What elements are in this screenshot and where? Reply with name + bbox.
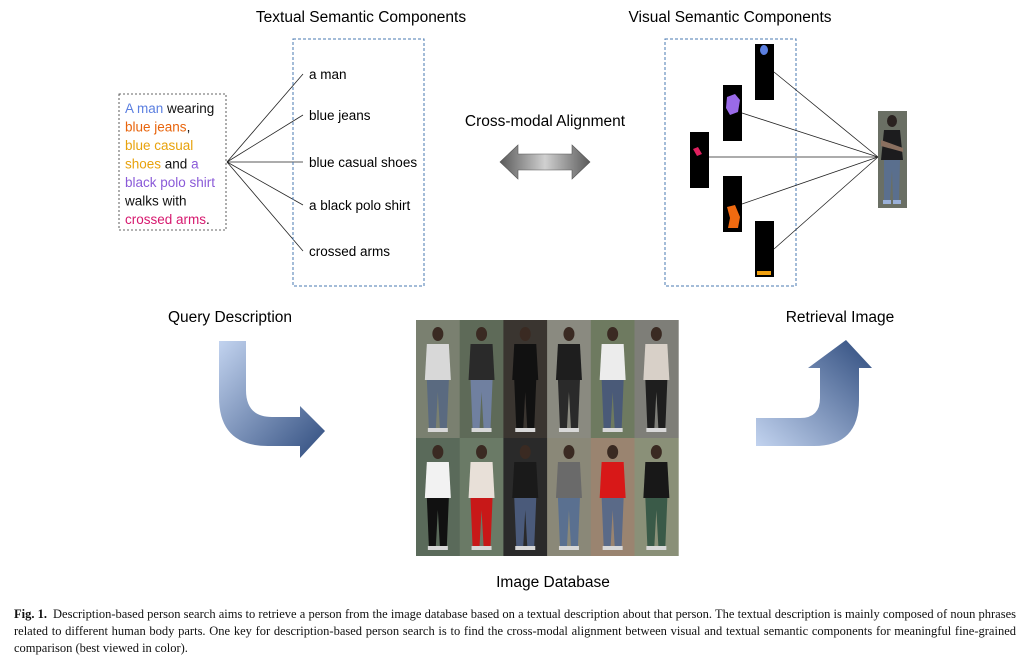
description-segment: black polo shirt: [125, 175, 215, 190]
description-line: blue casual: [125, 138, 193, 153]
description-line: shoes and a: [125, 157, 199, 172]
arms-mask: [693, 147, 702, 156]
caption-label: Fig. 1.: [14, 607, 48, 621]
description-phrase-link: [226, 73, 304, 163]
database-thumbnail: [503, 320, 548, 438]
arms-mask-panel: [690, 132, 709, 188]
description-segment: blue casual: [125, 138, 193, 153]
phrase-item: a man: [309, 67, 347, 82]
shoes-mask-panel: [755, 221, 774, 277]
visual-components-box: [664, 38, 797, 287]
description-line: black polo shirt: [125, 175, 215, 190]
description-segment: A man: [125, 101, 163, 116]
description-phrase-link: [226, 161, 304, 252]
textual-components-box: [292, 38, 425, 287]
visual-components-title: Visual Semantic Components: [628, 9, 831, 26]
shirt-mask: [726, 94, 740, 115]
head-mask: [760, 45, 768, 55]
description-line: walks with: [124, 194, 187, 209]
database-thumbnail: [416, 320, 461, 438]
description-box: [118, 93, 227, 231]
description-segment: blue jeans: [125, 120, 187, 135]
database-thumbnail: [547, 320, 592, 438]
phrase-item: a black polo shirt: [309, 198, 411, 213]
caption-text: Description-based person search aims to …: [14, 607, 1016, 655]
database-thumbnail: [634, 438, 679, 556]
description-segment: walks with: [124, 194, 187, 209]
query-curved-arrow: [219, 341, 325, 458]
description-line: blue jeans,: [125, 120, 190, 135]
description-segment: wearing: [163, 101, 214, 116]
database-thumbnail: [459, 320, 504, 438]
description-segment: .: [206, 212, 210, 227]
description-text: A man wearing blue jeans, blue casual shoes…: [124, 101, 215, 227]
cross-modal-double-arrow: [499, 144, 591, 180]
retrieval-curved-arrow: [756, 340, 872, 446]
database-thumbnail: [459, 438, 504, 556]
database-thumbnail: [547, 438, 592, 556]
description-phrase-links: [226, 73, 304, 252]
retrieval-image-title: Retrieval Image: [786, 309, 895, 326]
database-thumbnail: [416, 438, 461, 556]
description-phrase-link: [226, 114, 304, 163]
database-thumbnail: [634, 320, 679, 438]
image-database-grid: [416, 320, 679, 556]
cross-modal-alignment-title: Cross-modal Alignment: [465, 113, 626, 130]
description-segment: shoes: [125, 157, 161, 172]
head-mask-panel: [755, 44, 774, 100]
image-database-title: Image Database: [496, 574, 610, 591]
visual-part-masks: [690, 44, 774, 277]
phrase-item: crossed arms: [309, 244, 390, 259]
description-segment: and: [161, 157, 191, 172]
phrase-list: a man blue jeans blue casual shoes a black …: [309, 67, 417, 259]
shoes-mask: [757, 271, 771, 275]
database-thumbnail: [590, 320, 635, 438]
jeans-mask: [727, 205, 740, 228]
phrase-item: blue jeans: [309, 108, 371, 123]
database-thumbnail: [503, 438, 548, 556]
description-line: A man wearing: [125, 101, 214, 116]
description-segment: ,: [187, 120, 191, 135]
figure-caption: Fig. 1.Description-based person search a…: [14, 606, 1016, 657]
description-phrase-link: [226, 161, 304, 206]
textual-components-title: Textual Semantic Components: [256, 9, 466, 26]
description-line: crossed arms.: [125, 212, 210, 227]
database-thumbnail: [590, 438, 635, 556]
description-segment: crossed arms: [125, 212, 206, 227]
query-description-title: Query Description: [168, 309, 292, 326]
phrase-item: blue casual shoes: [309, 155, 417, 170]
mask-person-links: [709, 71, 879, 250]
retrieved-person-image: [878, 111, 907, 208]
description-segment: a: [191, 157, 199, 172]
